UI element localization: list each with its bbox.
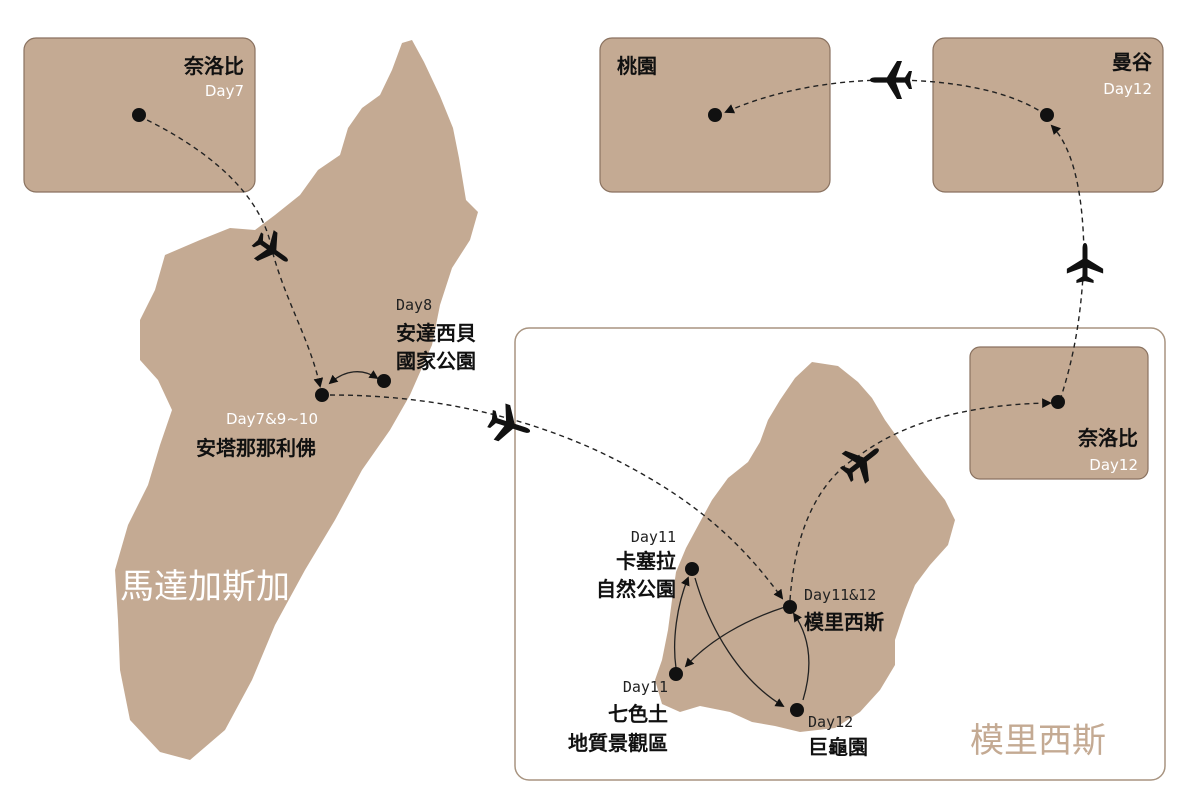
antananarivo-name: 安塔那那利佛 (196, 436, 316, 460)
tortoise-park-dot (790, 703, 804, 717)
tortoise-park-day: Day12 (808, 713, 853, 731)
port-louis-day: Day11&12 (804, 586, 876, 604)
airplane-icon (484, 400, 536, 450)
chamarel-name-line1: 七色土 (608, 702, 668, 726)
casela-name-line1: 卡塞拉 (616, 549, 676, 573)
route-port-louis-to-chamarel (684, 606, 786, 668)
tortoise-park-name: 巨龜園 (808, 735, 868, 759)
mauritius-landmass (655, 362, 955, 732)
bangkok-dot (1040, 108, 1054, 122)
andasibe-name-line1: 安達西貝 (396, 321, 476, 345)
taoyuan-dot (708, 108, 722, 122)
port-louis-dot (783, 600, 797, 614)
madagascar-landmass (115, 40, 478, 760)
taoyuan-name: 桃園 (617, 54, 657, 78)
chamarel-dot (669, 667, 683, 681)
nairobi-day12-name: 奈洛比 (1077, 426, 1138, 450)
route-tortoise-park-to-port-louis (792, 612, 810, 701)
nairobi-day7-name: 奈洛比 (183, 54, 244, 78)
bangkok-day: Day12 (1103, 80, 1152, 98)
antananarivo-day: Day7&9~10 (226, 410, 318, 428)
route-chamarel-to-casela (674, 576, 690, 669)
bangkok-name: 曼谷 (1112, 50, 1153, 74)
nairobi-day12-box (969, 346, 1149, 480)
nairobi-day12-day: Day12 (1089, 456, 1138, 474)
andasibe-dot (377, 374, 391, 388)
route-antananarivo-to-port-louis (329, 394, 784, 600)
casela-day: Day11 (631, 528, 676, 546)
madagascar-region-label: 馬達加斯加 (120, 567, 290, 607)
route-nairobi-to-bangkok (1050, 124, 1085, 401)
airplane-icon (870, 61, 912, 99)
nairobi-day7-dot (132, 108, 146, 122)
chamarel-name-line2: 地質景觀區 (568, 731, 668, 755)
route-antananarivo-andasibe (328, 370, 379, 385)
antananarivo-dot (315, 388, 329, 402)
andasibe-name-line2: 國家公園 (396, 349, 476, 373)
route-casela-to-tortoise-park (694, 577, 785, 707)
casela-dot (685, 562, 699, 576)
airplane-icon (1066, 242, 1104, 284)
casela-name-line2: 自然公園 (596, 577, 676, 601)
nairobi-day12-dot (1051, 395, 1065, 409)
nairobi-day7-day: Day7 (205, 82, 244, 100)
port-louis-name: 模里西斯 (804, 610, 884, 634)
mauritius-frame (514, 327, 1166, 781)
route-nairobi-to-antananarivo (138, 115, 324, 388)
andasibe-day: Day8 (396, 296, 432, 314)
chamarel-day: Day11 (623, 678, 668, 696)
mauritius-region-label: 模里西斯 (970, 721, 1106, 761)
